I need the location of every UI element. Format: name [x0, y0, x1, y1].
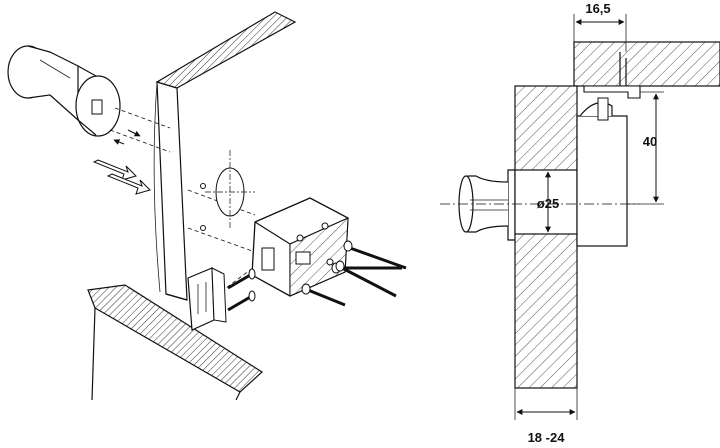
strike-plate-section	[583, 85, 641, 99]
screw	[335, 260, 397, 298]
dim-diameter: ø25	[537, 171, 559, 233]
dim-height: 40	[627, 91, 664, 205]
dim-height-label: 40	[643, 134, 657, 149]
knob	[7, 45, 121, 137]
door-section	[514, 85, 578, 389]
exploded-view	[7, 11, 407, 401]
top-board	[573, 41, 720, 87]
door-panel	[153, 11, 297, 301]
drill-hole	[200, 150, 255, 231]
section-view: 16,5 40 ø25 18 -24	[440, 1, 720, 445]
dim-panel-thickness-label: 18 -24	[528, 430, 566, 445]
screw	[343, 240, 407, 270]
cabinet-board	[87, 284, 263, 401]
lock-body	[251, 197, 349, 297]
dim-top-offset-label: 16,5	[585, 1, 610, 16]
strike-plate	[187, 267, 227, 331]
knob-section	[458, 169, 515, 241]
dim-top-offset: 16,5	[573, 1, 627, 52]
lock-body-section	[576, 115, 628, 247]
screw	[227, 290, 256, 312]
screw	[227, 268, 256, 290]
screw	[301, 283, 346, 307]
dim-panel-thickness: 18 -24	[514, 388, 578, 445]
direction-arrows	[92, 129, 151, 195]
screws	[227, 240, 407, 312]
dim-diameter-label: ø25	[537, 196, 559, 211]
